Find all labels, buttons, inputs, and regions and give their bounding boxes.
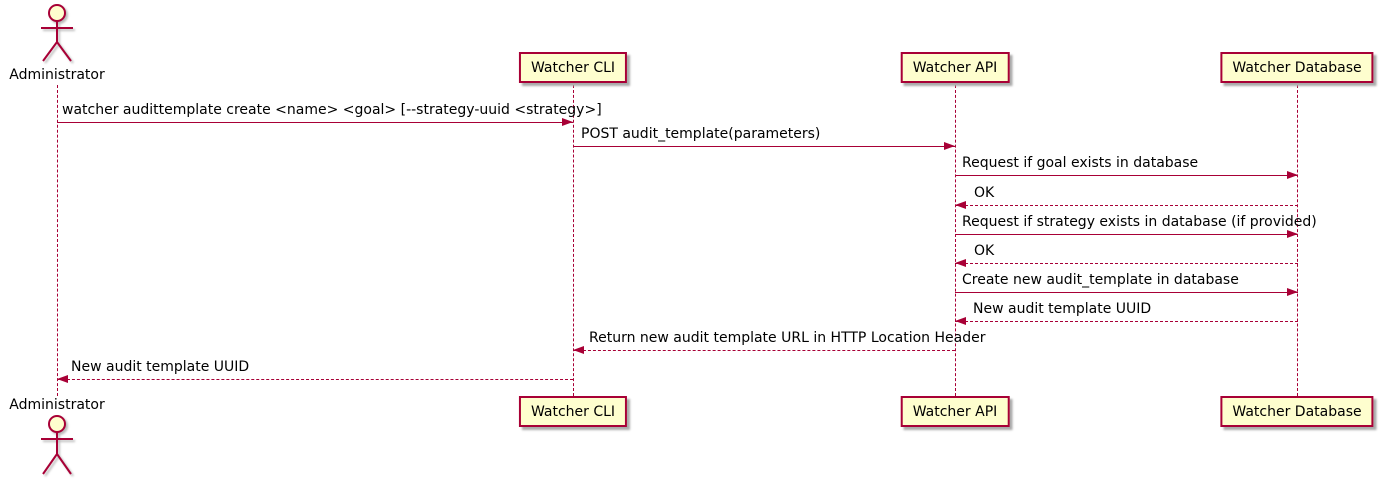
message-label: POST audit_template(parameters) (581, 126, 821, 142)
message-label: watcher audittemplate create <name> <goa… (62, 102, 602, 118)
message-label: New audit template UUID (973, 301, 1152, 317)
arrowhead-icon (955, 317, 966, 325)
message-line (57, 379, 573, 380)
participant-watcher-database-bottom: Watcher Database (1220, 396, 1374, 427)
message-label: Return new audit template URL in HTTP Lo… (589, 330, 986, 346)
participant-watcher-api-top: Watcher API (900, 52, 1010, 83)
lifeline-watcher-database (1297, 85, 1298, 396)
message-line (955, 321, 1298, 322)
arrowhead-icon (1287, 171, 1298, 179)
arrowhead-icon (944, 142, 955, 150)
message-line (955, 234, 1298, 235)
message-label: New audit template UUID (71, 359, 250, 375)
participant-watcher-database-top: Watcher Database (1220, 52, 1374, 83)
message-label: OK (974, 185, 995, 201)
arrowhead-icon (573, 346, 584, 354)
participant-watcher-cli-bottom: Watcher CLI (518, 396, 628, 427)
participant-watcher-api-bottom: Watcher API (900, 396, 1010, 427)
message-line (955, 263, 1298, 264)
message-label: OK (974, 243, 995, 259)
participant-watcher-cli-top: Watcher CLI (518, 52, 628, 83)
actor-label: Administrator (9, 67, 105, 83)
arrowhead-icon (955, 201, 966, 209)
arrowhead-icon (1287, 230, 1298, 238)
lifeline-watcher-cli (573, 85, 574, 396)
message-line (955, 292, 1298, 293)
actor-icon (41, 415, 73, 475)
arrowhead-icon (955, 259, 966, 267)
arrowhead-icon (562, 118, 573, 126)
arrowhead-icon (1287, 288, 1298, 296)
message-line (573, 350, 955, 351)
arrowhead-icon (57, 375, 68, 383)
message-label: Create new audit_template in database (962, 272, 1239, 288)
actor-icon (41, 4, 73, 62)
message-label: Request if goal exists in database (962, 155, 1199, 171)
message-line (955, 205, 1298, 206)
actor-label: Administrator (9, 397, 105, 413)
message-label: Request if strategy exists in database (… (962, 214, 1317, 230)
message-line (57, 122, 573, 123)
message-line (955, 175, 1298, 176)
lifeline-administrator (57, 85, 58, 396)
message-line (573, 146, 955, 147)
lifeline-watcher-api (955, 85, 956, 396)
